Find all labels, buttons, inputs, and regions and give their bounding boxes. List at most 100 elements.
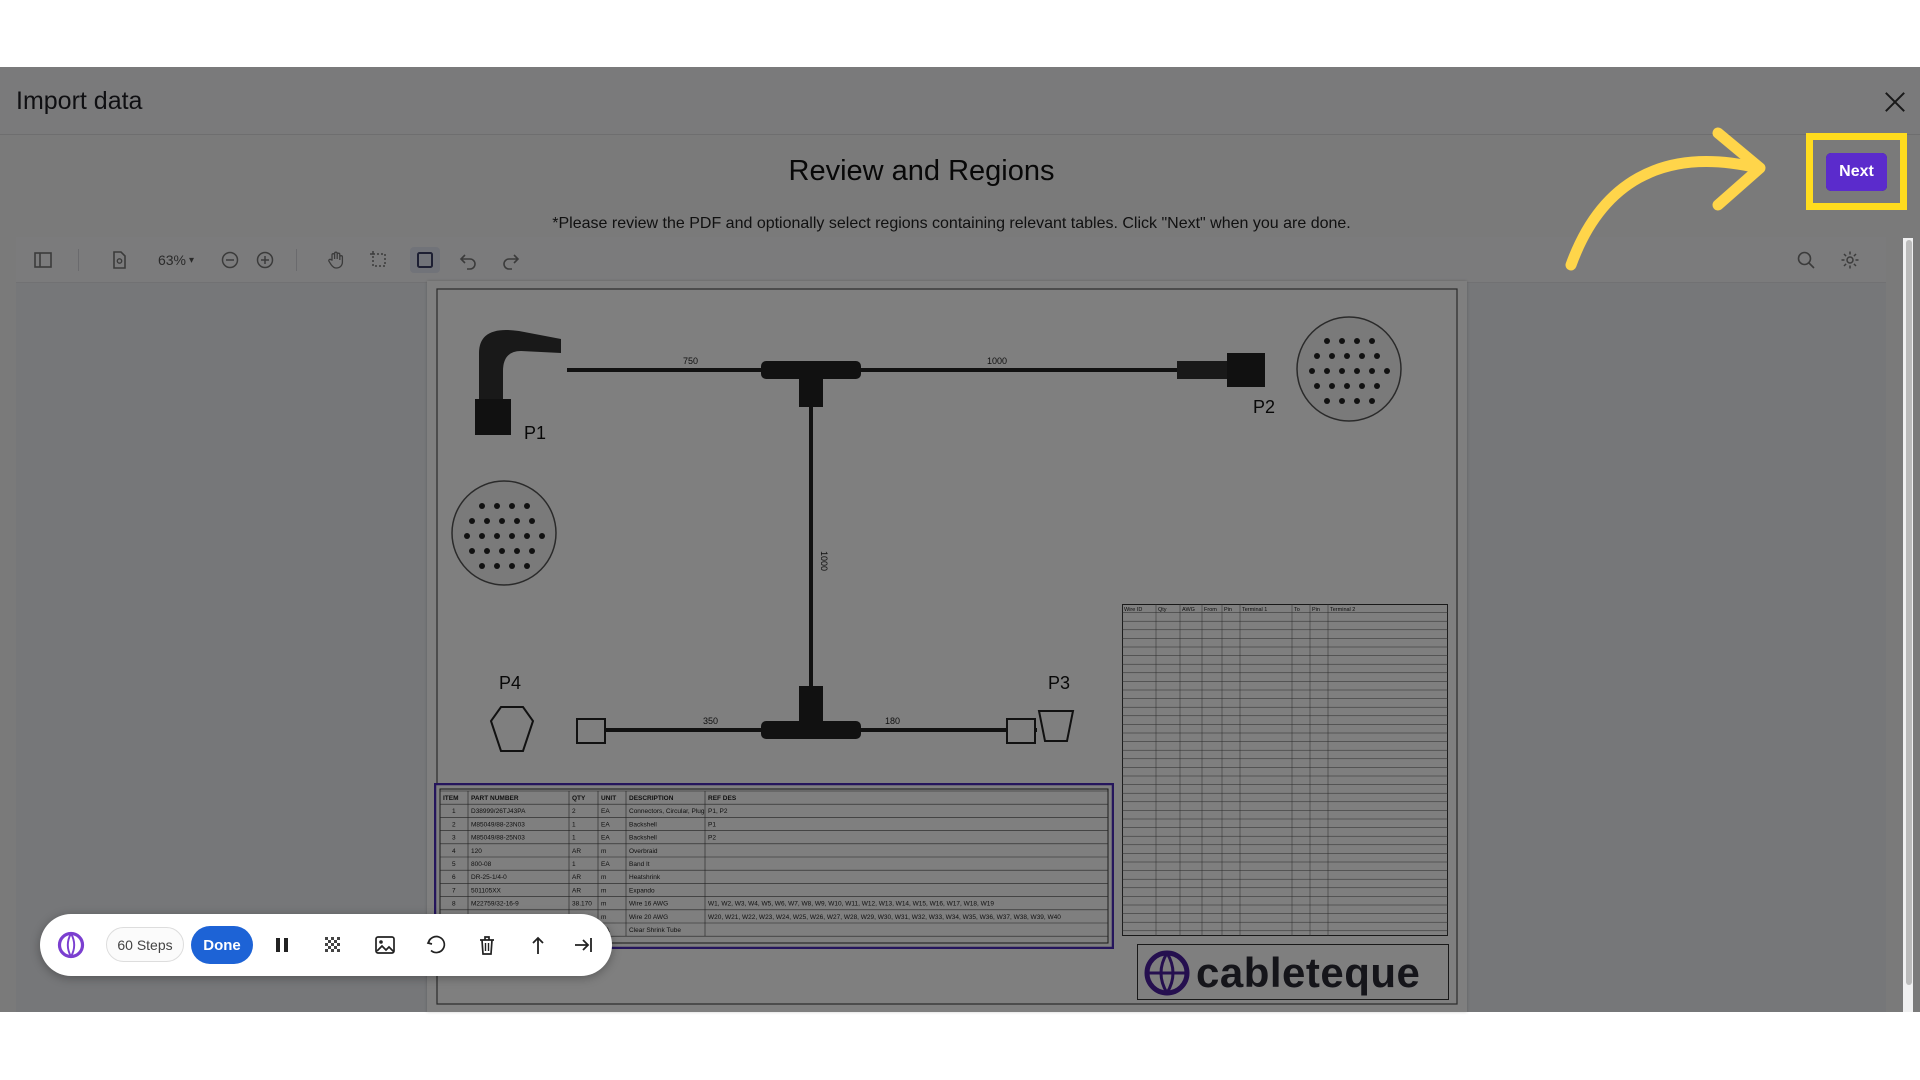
bom-cell: Backshell xyxy=(629,821,657,828)
zoom-level: 63% xyxy=(157,252,186,268)
bom-cell: M22759/32-16-9 xyxy=(471,901,519,908)
bom-cell: Band It xyxy=(629,861,650,868)
settings-gear-icon[interactable] xyxy=(1837,247,1863,273)
page-fit-icon[interactable] xyxy=(106,247,132,273)
dim-label: 1000 xyxy=(987,356,1007,366)
zoom-out-icon[interactable] xyxy=(217,247,243,273)
bom-cell: D38999/26TJ43PA xyxy=(471,808,526,815)
skip-to-end-icon[interactable] xyxy=(568,930,598,960)
upload-icon[interactable] xyxy=(523,930,553,960)
connector-p1-shape xyxy=(479,329,561,405)
modal-title: Import data xyxy=(16,87,143,115)
blur-icon[interactable] xyxy=(318,930,348,960)
bom-cell: m xyxy=(601,887,606,894)
bom-cell: AR xyxy=(572,874,581,881)
recorder-toolbar: 60 Steps Done xyxy=(40,914,612,976)
bom-cell: Backshell xyxy=(629,835,657,842)
bom-cell: m xyxy=(601,874,606,881)
restart-icon[interactable] xyxy=(421,930,451,960)
bom-header-cell: UNIT xyxy=(601,795,616,802)
bom-cell: Overbraid xyxy=(629,848,658,855)
chevron-down-icon: ▾ xyxy=(189,254,195,266)
label-p1: P1 xyxy=(524,423,546,443)
wire-header-cell: Terminal 2 xyxy=(1330,607,1355,613)
image-icon[interactable] xyxy=(370,930,400,960)
bom-cell: P2 xyxy=(708,835,716,842)
bom-cell: P1 xyxy=(708,821,716,828)
bom-cell: 1 xyxy=(572,835,576,842)
dim-label: 350 xyxy=(703,716,718,726)
bom-cell: W1, W2, W3, W4, W5, W6, W7, W8, W9, W10,… xyxy=(708,901,994,908)
bom-cell: P1, P2 xyxy=(708,808,728,815)
bom-cell: EA xyxy=(601,821,610,828)
bom-cell: 4 xyxy=(452,848,456,855)
bom-cell: 120 xyxy=(471,848,482,855)
wire-header-cell: AWG xyxy=(1182,607,1195,613)
bom-cell: Wire 20 AWG xyxy=(629,914,668,921)
label-p4: P4 xyxy=(499,673,521,693)
bom-cell: 800-08 xyxy=(471,861,492,868)
zoom-in-icon[interactable] xyxy=(252,247,278,273)
bom-cell: 2 xyxy=(572,808,576,815)
select-region-icon[interactable] xyxy=(366,247,392,273)
bom-cell: 501105XX xyxy=(471,887,502,894)
connector-p3-shape xyxy=(1037,710,1075,742)
bom-cell: Expando xyxy=(629,887,655,894)
bom-cell: 38.170 xyxy=(572,901,592,908)
connector-p4-shape xyxy=(489,706,535,752)
bom-cell: AR xyxy=(572,887,581,894)
redo-icon[interactable] xyxy=(498,247,524,273)
wire-header-cell: Pin xyxy=(1312,607,1320,613)
rectangle-tool-icon[interactable] xyxy=(410,247,440,273)
bom-cell: W20, W21, W22, W23, W24, W25, W26, W27, … xyxy=(708,914,1061,921)
bom-cell: m xyxy=(601,914,606,921)
pan-hand-icon[interactable] xyxy=(323,247,349,273)
steps-count: 60 Steps xyxy=(106,927,184,962)
recorder-logo-icon[interactable] xyxy=(52,926,90,964)
bom-header-cell: DESCRIPTION xyxy=(629,795,674,802)
zoom-select[interactable]: 63% ▾ xyxy=(154,247,198,273)
connector-p2-shape xyxy=(1227,353,1265,387)
bom-cell: m xyxy=(601,848,606,855)
bom-cell: EA xyxy=(601,808,610,815)
next-button-highlighted[interactable]: Next xyxy=(1826,153,1887,191)
bom-cell: AR xyxy=(572,848,581,855)
bom-cell: Wire 16 AWG xyxy=(629,901,668,908)
done-button[interactable]: Done xyxy=(191,926,253,964)
search-icon[interactable] xyxy=(1793,247,1819,273)
bom-cell: 7 xyxy=(452,887,456,894)
dim-label: 1000 xyxy=(819,551,829,571)
toolbar-divider xyxy=(78,249,79,271)
label-p2: P2 xyxy=(1253,397,1275,417)
bom-cell: M85049/88-23N03 xyxy=(471,821,525,828)
undo-icon[interactable] xyxy=(455,247,481,273)
trash-icon[interactable] xyxy=(472,930,502,960)
bom-cell: M85049/88-25N03 xyxy=(471,835,525,842)
dim-label: 750 xyxy=(683,356,698,366)
bom-cell: 1 xyxy=(452,808,456,815)
bom-header-cell: ITEM xyxy=(443,795,459,802)
logo-box: cableteque xyxy=(1137,944,1449,1000)
wire-header-cell: From xyxy=(1204,607,1217,613)
bom-cell: Clear Shrink Tube xyxy=(629,927,681,934)
sidebar-toggle-icon[interactable] xyxy=(30,247,56,273)
wire-header-cell: Qty xyxy=(1158,607,1167,613)
wire-header-cell: To xyxy=(1294,607,1300,613)
bom-cell: 5 xyxy=(452,861,456,868)
bom-cell: DR-25-1/4-0 xyxy=(471,874,507,881)
bom-cell: 1 xyxy=(572,861,576,868)
bom-cell: 6 xyxy=(452,874,456,881)
cableteque-logo-icon xyxy=(1144,950,1190,996)
scrollbar-thumb[interactable] xyxy=(1906,240,1912,985)
dim-label: 180 xyxy=(885,716,900,726)
bom-cell: Heatshrink xyxy=(629,874,661,881)
pause-icon[interactable] xyxy=(267,930,297,960)
logo-text: cableteque xyxy=(1196,949,1421,996)
bom-cell: 3 xyxy=(452,835,456,842)
bom-cell: EA xyxy=(601,861,610,868)
close-icon[interactable] xyxy=(1882,89,1908,115)
wire-header-cell: Pin xyxy=(1224,607,1232,613)
instructions-text: *Please review the PDF and optionally se… xyxy=(552,215,1351,232)
